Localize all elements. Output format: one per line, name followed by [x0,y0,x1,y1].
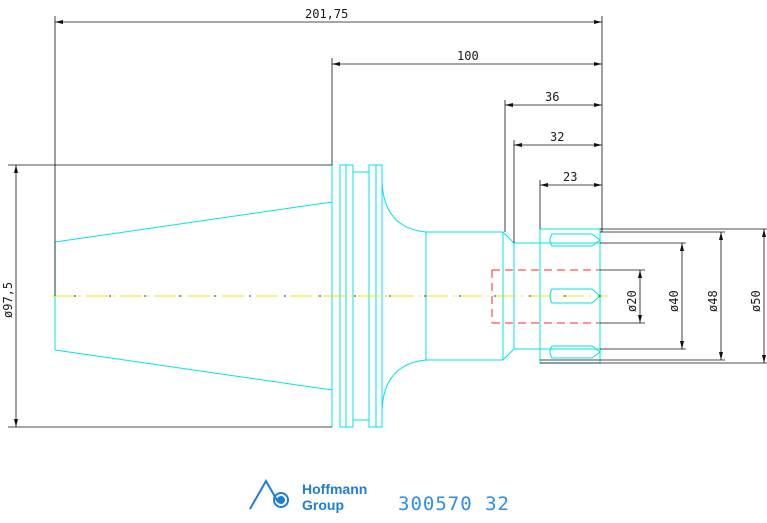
logo-line-2: Group [302,497,344,513]
logo-line-1: Hoffmann [302,481,367,497]
dim-text-d20: ø20 [625,290,639,312]
dimensions [8,16,767,428]
dim-text-32: 32 [550,130,564,144]
neck-upper-radius [381,181,427,233]
dim-text-d50: ø50 [749,290,763,312]
dimension-arrows [14,20,766,427]
collet-slot-top [549,233,601,247]
collet-slot-bot [549,345,601,359]
dim-text-d40: ø40 [667,290,681,312]
dim-text-100: 100 [457,49,479,63]
hoffmann-logo: Hoffmann Group [249,478,367,513]
hoffmann-logo-icon [249,478,289,510]
dim-text-23: 23 [563,170,577,184]
taper-lower-edge [54,349,333,391]
neck-lower-radius [381,359,427,411]
dim-text-d48: ø48 [706,290,720,312]
dim-text-201-75: 201,75 [305,7,348,21]
taper-upper-edge [54,201,333,243]
dim-text-d97-5: ø97,5 [1,282,15,318]
article-number: 300570 32 [398,493,510,515]
collet-slot-mid [549,288,601,304]
bore-hidden-lines [491,269,600,324]
dim-text-36: 36 [545,90,559,104]
